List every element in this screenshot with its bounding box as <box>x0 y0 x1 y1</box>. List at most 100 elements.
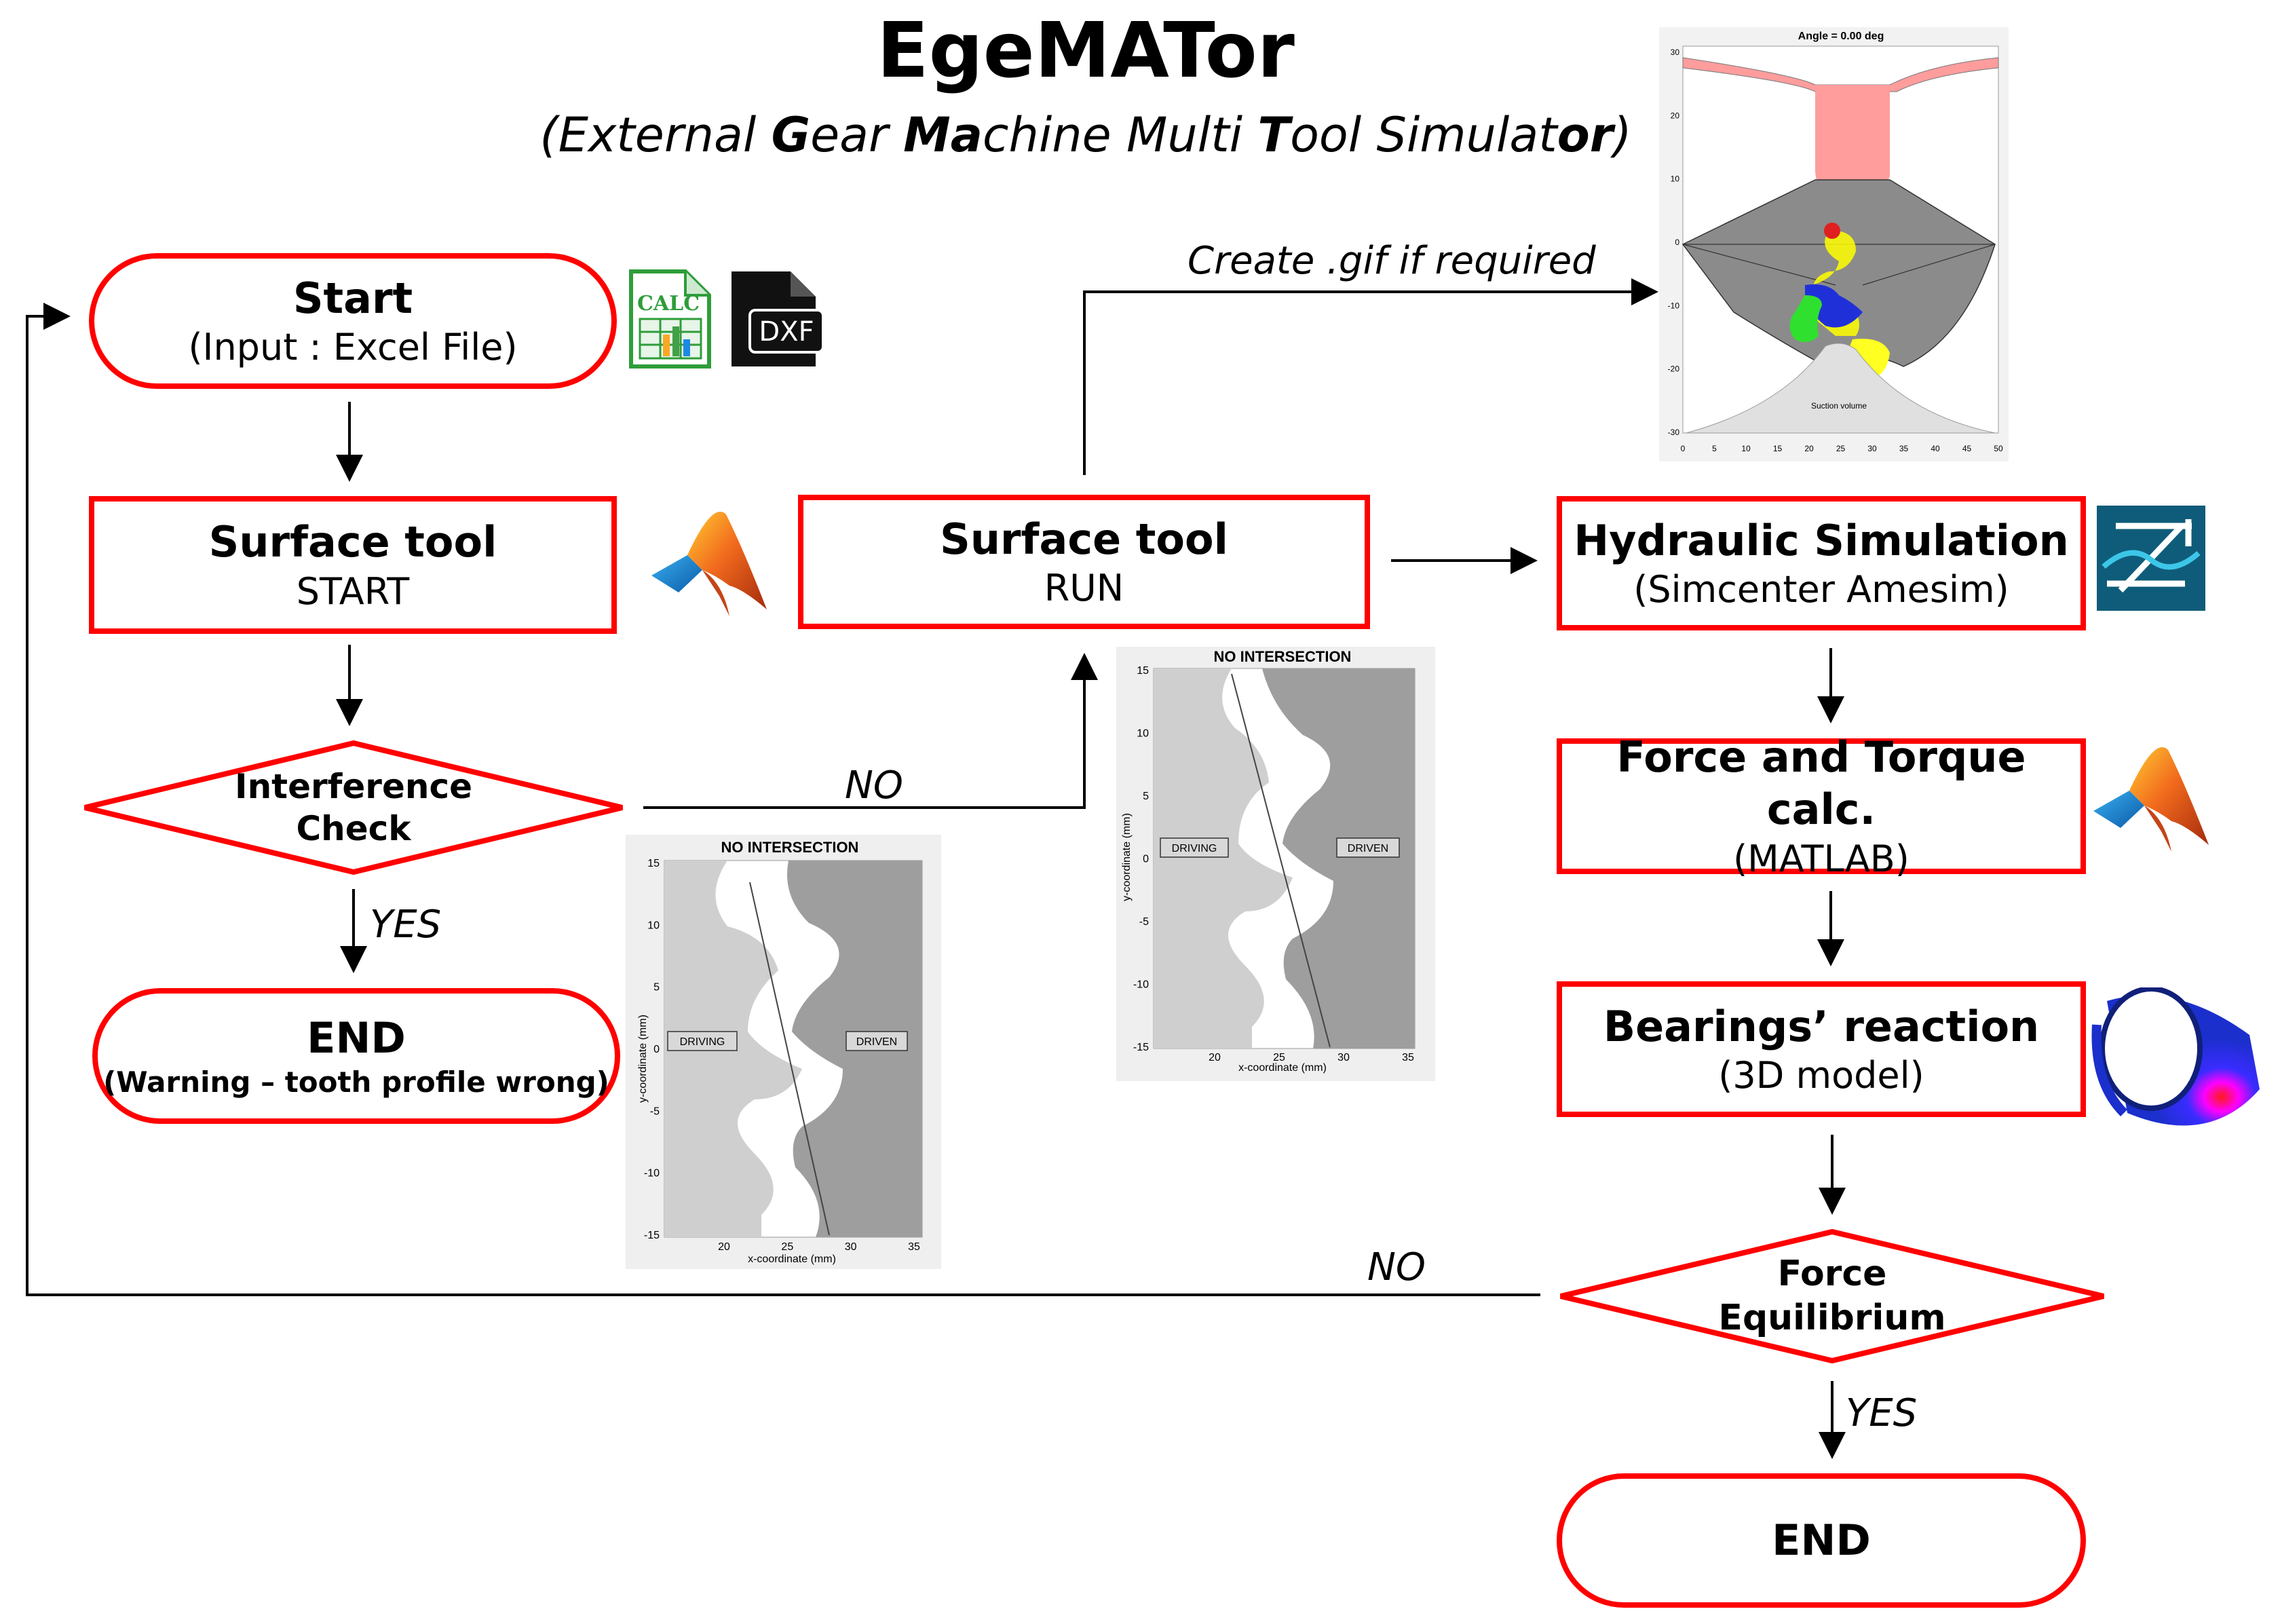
end-warning-terminal <box>92 988 620 1124</box>
tick-label: 20 <box>1671 111 1680 120</box>
tick-label: 5 <box>653 982 660 994</box>
tick-label: 5 <box>1712 444 1717 453</box>
subtitle-part: ar <box>839 107 904 163</box>
diagram-title: EgeMATor <box>877 7 1295 95</box>
plot-1-title: NO INTERSECTION <box>721 839 859 856</box>
force-eq-title-2: Equilibrium <box>1718 1298 1946 1338</box>
end-final-title: END <box>1772 1515 1871 1566</box>
end-final-terminal <box>1557 1473 2086 1608</box>
bearing-3d-model-icon <box>2091 987 2260 1126</box>
tick-label: 0 <box>1143 854 1149 865</box>
tick-label: 15 <box>1773 444 1783 453</box>
tick-label: 25 <box>1273 1052 1285 1063</box>
edge-interference-no <box>643 653 1098 809</box>
tick-label: 25 <box>1836 444 1846 453</box>
tick-label: 5 <box>1143 791 1149 802</box>
hydraulic-label: Hydraulic Simulation (Simcenter Amesim) <box>1559 499 2083 628</box>
end-warning-title: END <box>307 1013 406 1063</box>
subtitle-part: T <box>1257 107 1291 163</box>
matlab-logo-icon-2 <box>2093 747 2209 852</box>
matlab-logo-icon <box>651 512 767 616</box>
force-torque-label: Force and Torque calc. (MATLAB) <box>1559 732 2083 880</box>
amesim-logo-icon <box>2097 506 2205 611</box>
force-torque-subtitle: (MATLAB) <box>1733 837 1910 880</box>
plot-2-ylabel: y-coordinate (mm) <box>1121 813 1133 901</box>
end-warning-subtitle: (Warning – tooth profile wrong) <box>103 1065 609 1099</box>
subtitle-part: e <box>810 107 840 163</box>
end-final-label: END <box>1559 1476 2083 1605</box>
edge-label-interference-yes: YES <box>370 903 442 947</box>
start-subtitle: (Input : Excel File) <box>188 326 518 369</box>
edge-label-force-no: NO <box>1367 1245 1426 1289</box>
force-torque-process <box>1557 738 2086 874</box>
tick-label: -30 <box>1668 428 1680 437</box>
tick-label: -15 <box>1133 1042 1149 1053</box>
plot-2-driven: DRIVEN <box>1348 843 1388 854</box>
tick-label: 30 <box>1337 1052 1350 1063</box>
tick-label: 30 <box>1867 444 1877 453</box>
tick-label: 50 <box>1994 444 2003 453</box>
interference-label: Interference Check <box>85 743 622 872</box>
tick-label: -10 <box>1668 301 1680 310</box>
tick-label: 35 <box>1402 1052 1414 1063</box>
tick-label: 10 <box>1741 444 1751 453</box>
subtitle-part: ( <box>539 107 558 163</box>
plot-1-driving: DRIVING <box>680 1036 725 1048</box>
dxf-file-icon: DXF <box>732 271 824 366</box>
tick-label: 15 <box>647 858 660 869</box>
start-label: Start (Input : Excel File) <box>92 256 614 386</box>
subtitle-part: ool Simulat <box>1290 107 1557 163</box>
tick-label: -10 <box>1133 979 1149 991</box>
interference-title-1: Interference <box>234 766 473 806</box>
subtitle-part: xternal <box>588 107 772 163</box>
surface-run-subtitle: RUN <box>1044 567 1124 609</box>
surface-start-label: Surface tool START <box>92 499 614 631</box>
force-torque-title: Force and Torque calc. <box>1616 732 2026 835</box>
plot-1-driven: DRIVEN <box>856 1036 897 1048</box>
tick-label: 10 <box>1671 174 1680 184</box>
subtitle-part: E <box>558 107 588 163</box>
tick-label: 20 <box>718 1241 730 1253</box>
gear-mesh-plot-2: NO INTERSECTION DRIVING DRIVEN y-coordin… <box>1116 647 1435 1081</box>
force-eq-title-1: Force <box>1777 1253 1887 1294</box>
subtitle-part: ) <box>1613 107 1632 163</box>
tick-label: 0 <box>1681 444 1686 453</box>
surface-run-label: Surface tool RUN <box>801 497 1367 626</box>
force-equilibrium-decision <box>1560 1228 2104 1364</box>
start-title: Start <box>292 273 413 323</box>
edge-eq-no <box>26 303 1540 1296</box>
spreadsheet-icon: CALC <box>629 269 711 369</box>
subtitle-part: Ma <box>903 107 983 163</box>
subtitle-part: G <box>771 107 811 163</box>
subtitle-part: chine Multi <box>983 107 1258 163</box>
interference-decision <box>84 740 623 875</box>
tick-label: 10 <box>647 920 660 931</box>
hydraulic-subtitle: (Simcenter Amesim) <box>1633 568 2009 611</box>
dxf-label: DXF <box>759 316 814 347</box>
tick-label: 0 <box>1675 238 1679 247</box>
surface-run-title: Surface tool <box>940 514 1228 564</box>
diagram-subtitle: (External Gear Machine Multi Tool Simula… <box>0 107 2171 163</box>
tick-label: 20 <box>1804 444 1814 453</box>
plot-2-driving: DRIVING <box>1172 843 1217 854</box>
calc-label: CALC <box>637 292 700 316</box>
start-terminal <box>89 253 617 389</box>
hydraulic-title: Hydraulic Simulation <box>1574 515 2069 565</box>
tick-label: 35 <box>908 1241 920 1253</box>
edge-gif <box>1083 278 1658 475</box>
tick-label: -20 <box>1668 364 1680 374</box>
tick-label: 10 <box>1137 728 1149 740</box>
plot-1-xlabel: x-coordinate (mm) <box>748 1253 836 1265</box>
bearings-label: Bearings’ reaction (3D model) <box>1559 984 2083 1114</box>
tick-label: 30 <box>845 1241 857 1253</box>
surface-start-title: Surface tool <box>208 517 497 567</box>
bearings-process <box>1557 981 2086 1117</box>
force-eq-label: Force Equilibrium <box>1561 1232 2104 1361</box>
tick-label: 30 <box>1671 48 1680 57</box>
tick-label: 45 <box>1962 444 1972 453</box>
subtitle-part: or <box>1557 107 1614 163</box>
edge-label-gif: Create .gif if required <box>1188 239 1596 283</box>
tick-label: -5 <box>1139 916 1149 928</box>
interference-title-2: Check <box>296 809 411 848</box>
tick-label: 25 <box>781 1241 793 1253</box>
